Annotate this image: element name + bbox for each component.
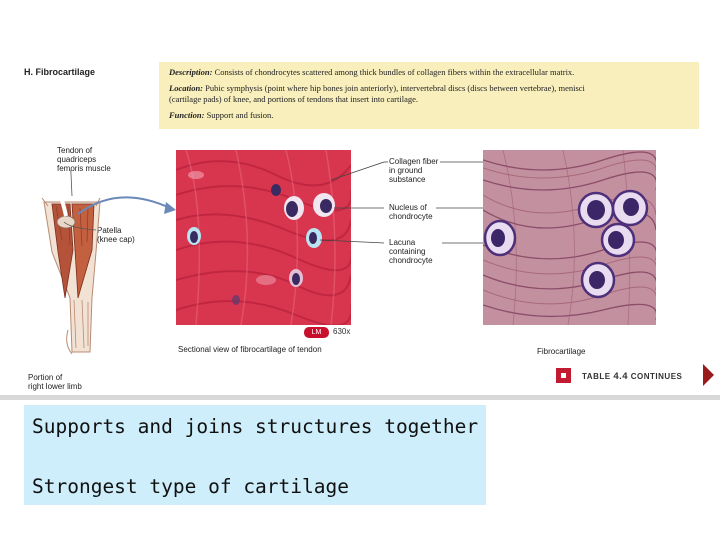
note-line: Supports and joins structures together [32, 415, 479, 438]
function-text: Support and fusion. [204, 110, 274, 120]
patella-label-line: (knee cap) [97, 235, 135, 244]
lacuna-line: Lacuna [389, 238, 416, 247]
patella-label: Patella (knee cap) [97, 226, 135, 244]
lacuna-line: containing [389, 247, 426, 256]
tendon-label: Tendon of quadriceps femoris muscle [57, 146, 111, 173]
function-line: Function: Support and fusion. [169, 110, 273, 121]
fibrocartilage-drawing [483, 150, 656, 325]
chondrocyte-group [187, 184, 335, 305]
collagen-fiber-label: Collagen fiber in ground substance [389, 157, 438, 184]
divider [0, 395, 720, 400]
description-line: Description: Consists of chondrocytes sc… [169, 67, 574, 78]
limb-caption: Portion of right lower limb [28, 373, 82, 391]
location-text: Pubic symphysis (point where hip bones j… [203, 83, 585, 93]
nucleus-line: Nucleus of [389, 203, 427, 212]
micrograph-texture [176, 150, 351, 325]
next-arrow-icon [703, 364, 714, 386]
limb-caption-line: Portion of [28, 373, 63, 382]
table-word: TABLE [582, 372, 611, 381]
patella-label-line: Patella [97, 226, 122, 235]
location-line-2: (cartilage pads) of knee, and portions o… [169, 94, 419, 104]
lacuna-label: Lacuna containing chondrocyte [389, 238, 433, 265]
collagen-fiber-line: Collagen fiber [389, 157, 439, 166]
description-label: Description: [169, 67, 213, 77]
description-text: Consists of chondrocytes scattered among… [212, 67, 575, 77]
table-square-icon [556, 368, 571, 383]
nucleus-label: Nucleus of chondrocyte [389, 203, 433, 221]
table-continues-word: CONTINUES [630, 372, 683, 381]
section-title: H. Fibrocartilage [24, 67, 96, 77]
micrograph-image [176, 150, 351, 325]
collagen-fiber-line: substance [389, 175, 426, 184]
drawn-chondrocytes [483, 189, 649, 299]
drawing-caption: Fibrocartilage [537, 347, 586, 356]
lacuna-line: chondrocyte [389, 256, 433, 265]
function-label: Function: [169, 110, 205, 120]
collagen-fiber-line: in ground [389, 166, 423, 175]
drawing-texture [483, 150, 656, 325]
notes-box: Supports and joins structures together S… [24, 405, 486, 505]
table-number: 4.4 [613, 371, 629, 382]
magnification-label: 630x [333, 327, 351, 336]
location-label: Location: [169, 83, 203, 93]
lm-badge: LM [304, 327, 329, 338]
tendon-label-line: femoris muscle [57, 164, 111, 173]
nucleus-line: chondrocyte [389, 212, 433, 221]
leg-illustration [41, 170, 176, 355]
description-box: Description: Consists of chondrocytes sc… [159, 62, 699, 129]
note-line: Strongest type of cartilage [32, 475, 349, 498]
limb-caption-line: right lower limb [28, 382, 82, 391]
micrograph-caption: Sectional view of fibrocartilage of tend… [178, 345, 322, 354]
location-line: Location: Pubic symphysis (point where h… [169, 83, 585, 94]
tendon-label-line: quadriceps [57, 155, 97, 164]
tendon-label-line: Tendon of [57, 146, 93, 155]
table-continues-label: TABLE 4.4 CONTINUES [582, 371, 682, 382]
